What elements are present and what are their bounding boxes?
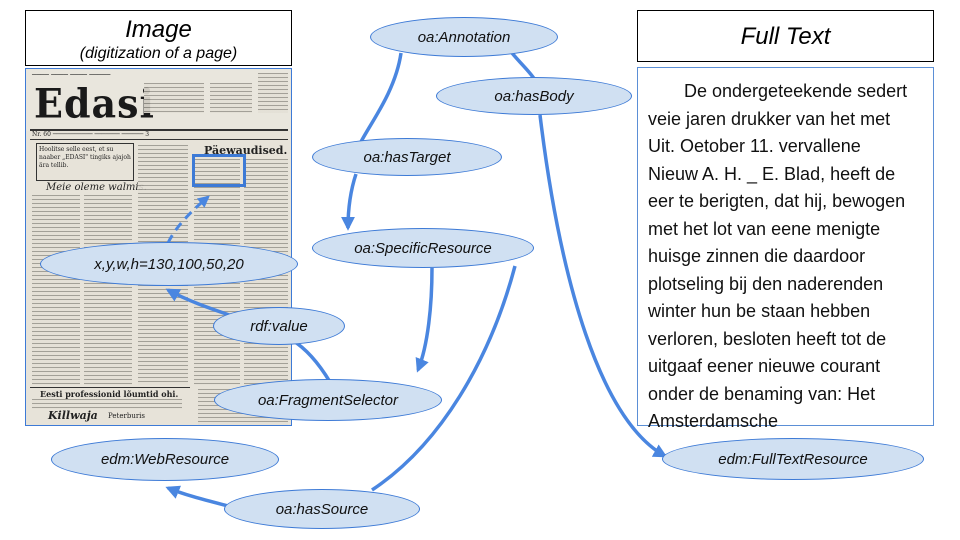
fulltext-line: Amsterdamsche xyxy=(648,411,779,431)
image-panel-subtitle: (digitization of a page) xyxy=(79,45,238,62)
node-edm-fulltext-resource: edm:FullTextResource xyxy=(662,438,924,480)
fulltext-line: plotseling bij den naderenden xyxy=(648,273,884,294)
fulltext-body: De ondergeteekende sedert veie jaren dru… xyxy=(637,67,934,431)
fulltext-line: veie jaren drukker van het met xyxy=(648,108,891,129)
fulltext-line: eer te berigten, dat hij, bewogen xyxy=(648,191,906,211)
newspaper-footer-city: Peterburis xyxy=(108,412,146,420)
image-panel-title-box: Image (digitization of a page) xyxy=(25,10,292,66)
fulltext-line: winter hun be staan hebben xyxy=(648,301,871,321)
fulltext-panel-title: Full Text xyxy=(740,23,831,50)
edge-specific-resource-has-source xyxy=(371,265,517,492)
node-oa-annotation: oa:Annotation xyxy=(370,17,558,57)
edge-xywh-to-region xyxy=(166,195,210,244)
node-oa-fragment-selector: oa:FragmentSelector xyxy=(214,379,442,421)
fulltext-line: onder de benaming van: Het xyxy=(648,383,876,404)
fulltext-line: De ondergeteekende sedert xyxy=(684,81,908,101)
fulltext-line: Uit. Oetober 11. vervallene xyxy=(648,136,861,156)
node-oa-specific-resource: oa:SpecificResource xyxy=(312,228,534,268)
edge-has-target-specific-resource xyxy=(341,173,358,231)
newspaper-ad-box: Hoolitse selle eest, et su naaber „EDASI… xyxy=(36,143,134,181)
node-edm-web-resource: edm:WebResource xyxy=(51,438,279,481)
fulltext-line: Nieuw A. H. _ E. Blad, heeft de xyxy=(648,163,896,184)
node-rdf-value: rdf:value xyxy=(213,307,345,345)
newspaper-masthead: Edasi xyxy=(34,79,155,128)
edge-specific-resource-selector xyxy=(415,267,434,373)
node-oa-has-source: oa:hasSource xyxy=(224,489,420,529)
selected-region-highlight xyxy=(192,154,246,187)
newspaper-header: ──── ──── ──── ───── Edasi xyxy=(26,69,291,131)
newspaper-header-right: Päewaudised. xyxy=(204,144,288,157)
edge-annotation-has-target xyxy=(356,52,403,149)
fulltext-line: uitgaaf eener nieuwe courant xyxy=(648,356,881,376)
fulltext-line: huisge zinnen die daardoor xyxy=(648,246,866,266)
fulltext-line: verloren, besloten heeft tot de xyxy=(648,328,887,349)
edge-has-body-fulltext-resource xyxy=(538,114,668,458)
image-panel-title: Image xyxy=(125,16,192,43)
node-xywh-value: x,y,w,h=130,100,50,20 xyxy=(40,242,298,286)
fulltext-line: met het lot van eene menigte xyxy=(648,218,881,239)
newspaper-section-left: Meie oleme walmis. xyxy=(46,182,147,193)
node-oa-has-target: oa:hasTarget xyxy=(312,138,502,176)
newspaper-footer-text: Eesti professionid lõumtid ohi. xyxy=(40,389,179,399)
edge-has-source-web-resource xyxy=(165,485,229,508)
fulltext-panel-title-box: Full Text xyxy=(637,10,934,62)
newspaper-footer-brand: Killwaja xyxy=(48,409,98,422)
edge-annotation-has-body xyxy=(510,51,537,81)
node-oa-has-body: oa:hasBody xyxy=(436,77,632,115)
edge-selector-rdf-value xyxy=(291,338,332,383)
